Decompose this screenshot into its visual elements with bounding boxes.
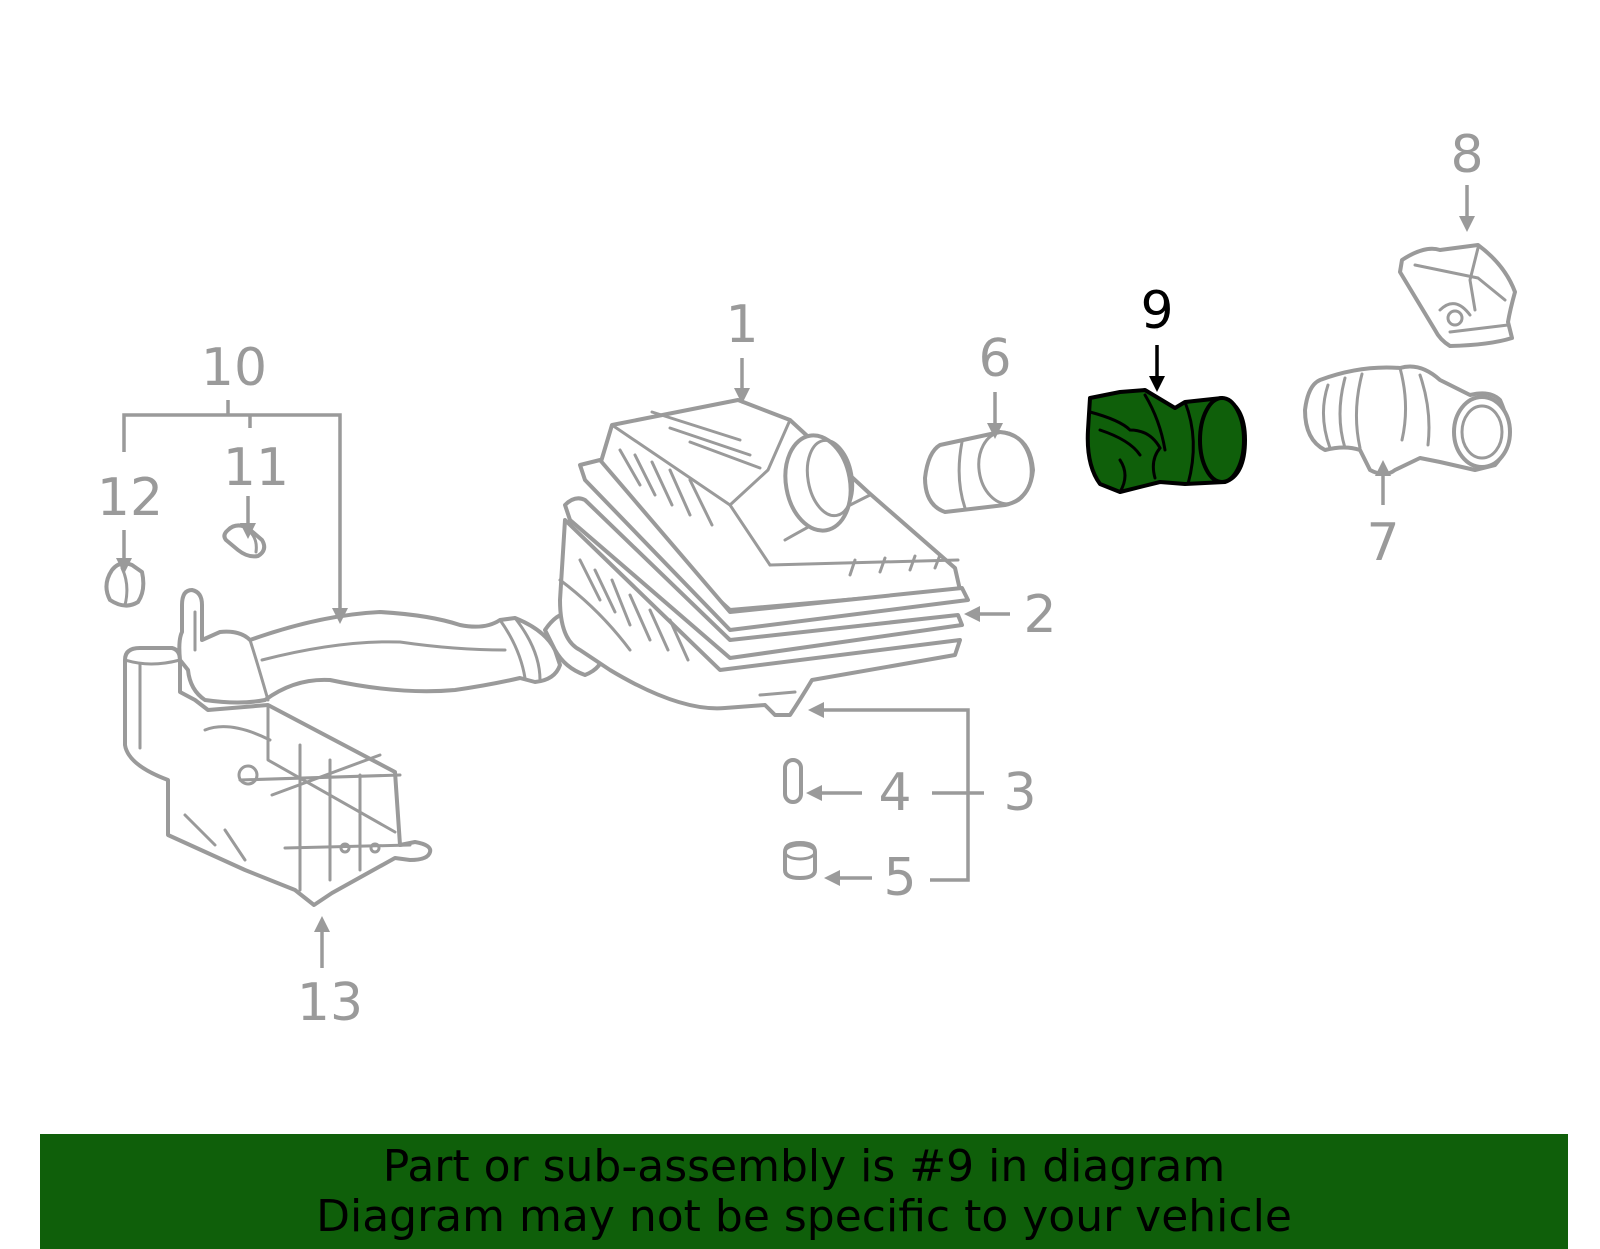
- info-banner: Part or sub-assembly is #9 in diagram Di…: [40, 1134, 1568, 1249]
- part-2-air-cleaner-body[interactable]: [558, 458, 970, 717]
- callout-7: 7: [1366, 513, 1399, 573]
- callout-9: 9: [1140, 281, 1173, 341]
- part-9-air-flow-meter[interactable]: [1085, 388, 1247, 494]
- callout-2: 2: [1023, 585, 1056, 645]
- callout-10: 10: [201, 338, 267, 398]
- callout-12: 12: [97, 468, 163, 528]
- banner-line-2: Diagram may not be specific to your vehi…: [316, 1191, 1292, 1242]
- callout-1: 1: [725, 295, 758, 355]
- callout-5: 5: [883, 848, 916, 908]
- callout-11: 11: [223, 438, 289, 498]
- callout-3: 3: [1003, 763, 1036, 823]
- part-4-pin[interactable]: [783, 758, 803, 804]
- part-5-cap[interactable]: [783, 841, 817, 880]
- callout-labels: 1 2 3 4 5 6 7 8 9 10 11 12 13: [97, 125, 1484, 1033]
- part-1-air-cleaner-cover[interactable]: [598, 398, 962, 612]
- leader-lines: [116, 185, 1475, 968]
- part-13-resonator[interactable]: [123, 646, 433, 907]
- callout-6: 6: [978, 329, 1011, 389]
- part-6-sleeve[interactable]: [923, 429, 1036, 514]
- callout-8: 8: [1450, 125, 1483, 185]
- banner-line-1: Part or sub-assembly is #9 in diagram: [382, 1141, 1226, 1192]
- callout-4: 4: [878, 763, 911, 823]
- callout-13: 13: [297, 973, 363, 1033]
- part-10-intake-duct[interactable]: [177, 588, 605, 705]
- part-8-bracket[interactable]: [1398, 243, 1517, 348]
- part-7-intake-hose[interactable]: [1303, 364, 1512, 476]
